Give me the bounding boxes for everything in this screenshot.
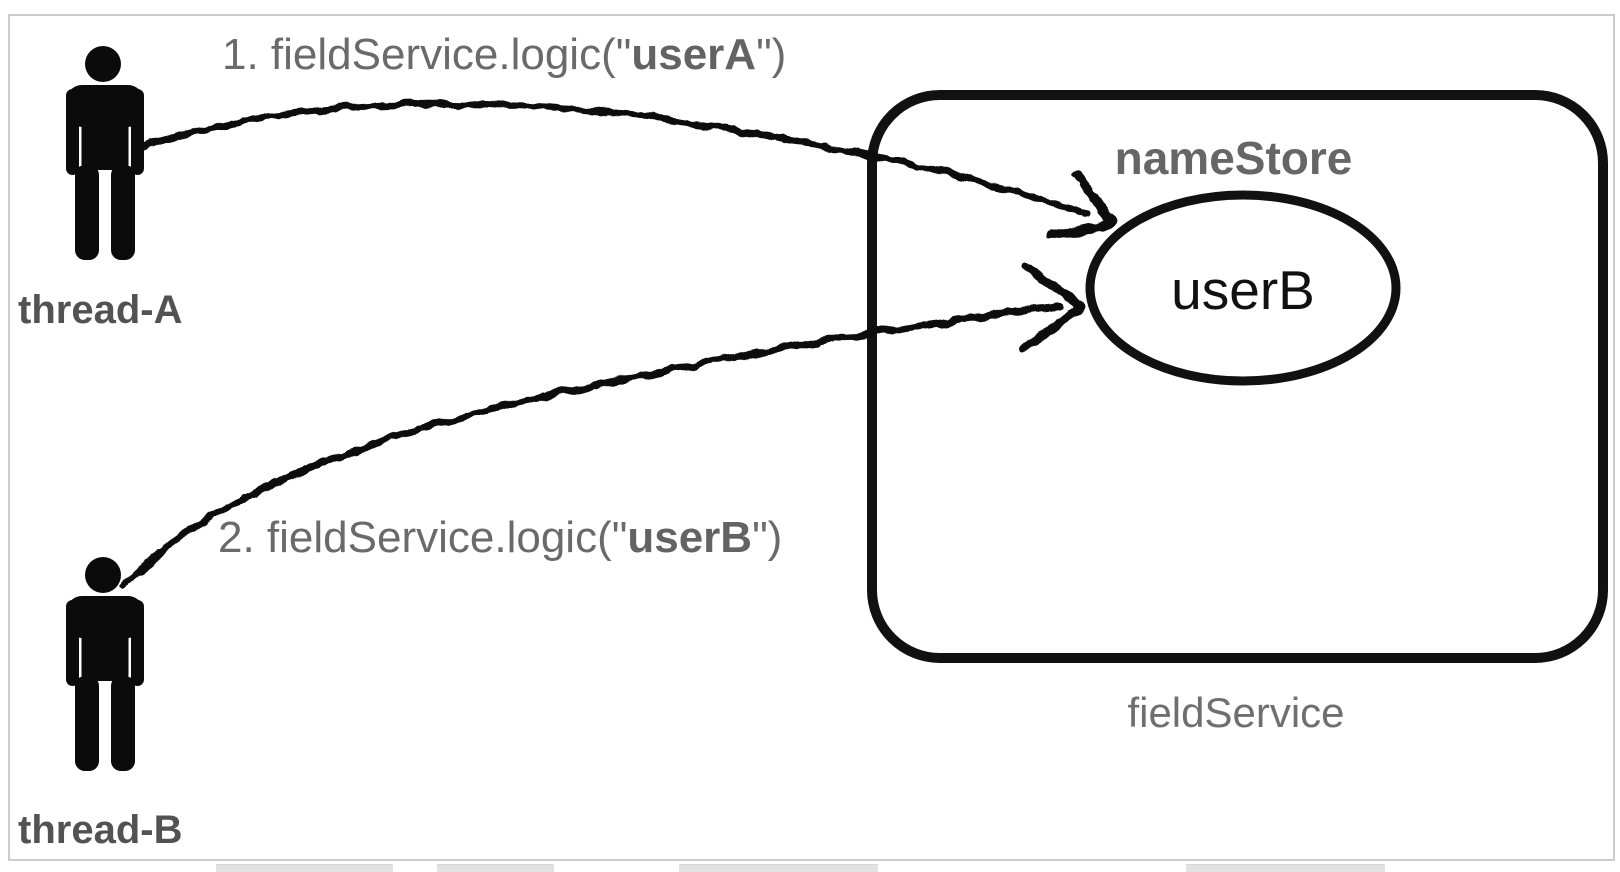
person-icon-thread-b — [66, 557, 144, 771]
name-store-label: nameStore — [1114, 132, 1353, 184]
bottom-toolbar-button-2[interactable] — [437, 864, 554, 872]
bottom-toolbar-button-4[interactable] — [1186, 864, 1385, 872]
service-label: fieldService — [1127, 689, 1345, 736]
actor-label-thread-b: thread-B — [18, 808, 183, 852]
call-label-1-arg: userA — [631, 30, 757, 79]
call-label-1: 1. fieldService.logic("userA") — [222, 30, 787, 79]
user-record-ellipse — [1085, 190, 1401, 386]
call-label-1-prefix: 1. fieldService.logic(" — [222, 30, 632, 79]
call-label-2-arg: userB — [627, 513, 753, 562]
call-label-2-suffix: ") — [752, 513, 783, 562]
bottom-toolbar-button-3[interactable] — [679, 864, 878, 872]
bottom-toolbar-button-1[interactable] — [216, 864, 393, 872]
call-arrow-1 — [138, 99, 1116, 241]
user-record-label: userB — [1171, 259, 1315, 321]
call-label-2-prefix: 2. fieldService.logic(" — [218, 513, 628, 562]
actor-label-thread-a: thread-A — [18, 288, 183, 332]
call-arrow-2 — [120, 261, 1086, 590]
call-label-1-suffix: ") — [756, 30, 787, 79]
person-icon-thread-a — [66, 46, 144, 260]
call-label-2: 2. fieldService.logic("userB") — [218, 513, 783, 562]
